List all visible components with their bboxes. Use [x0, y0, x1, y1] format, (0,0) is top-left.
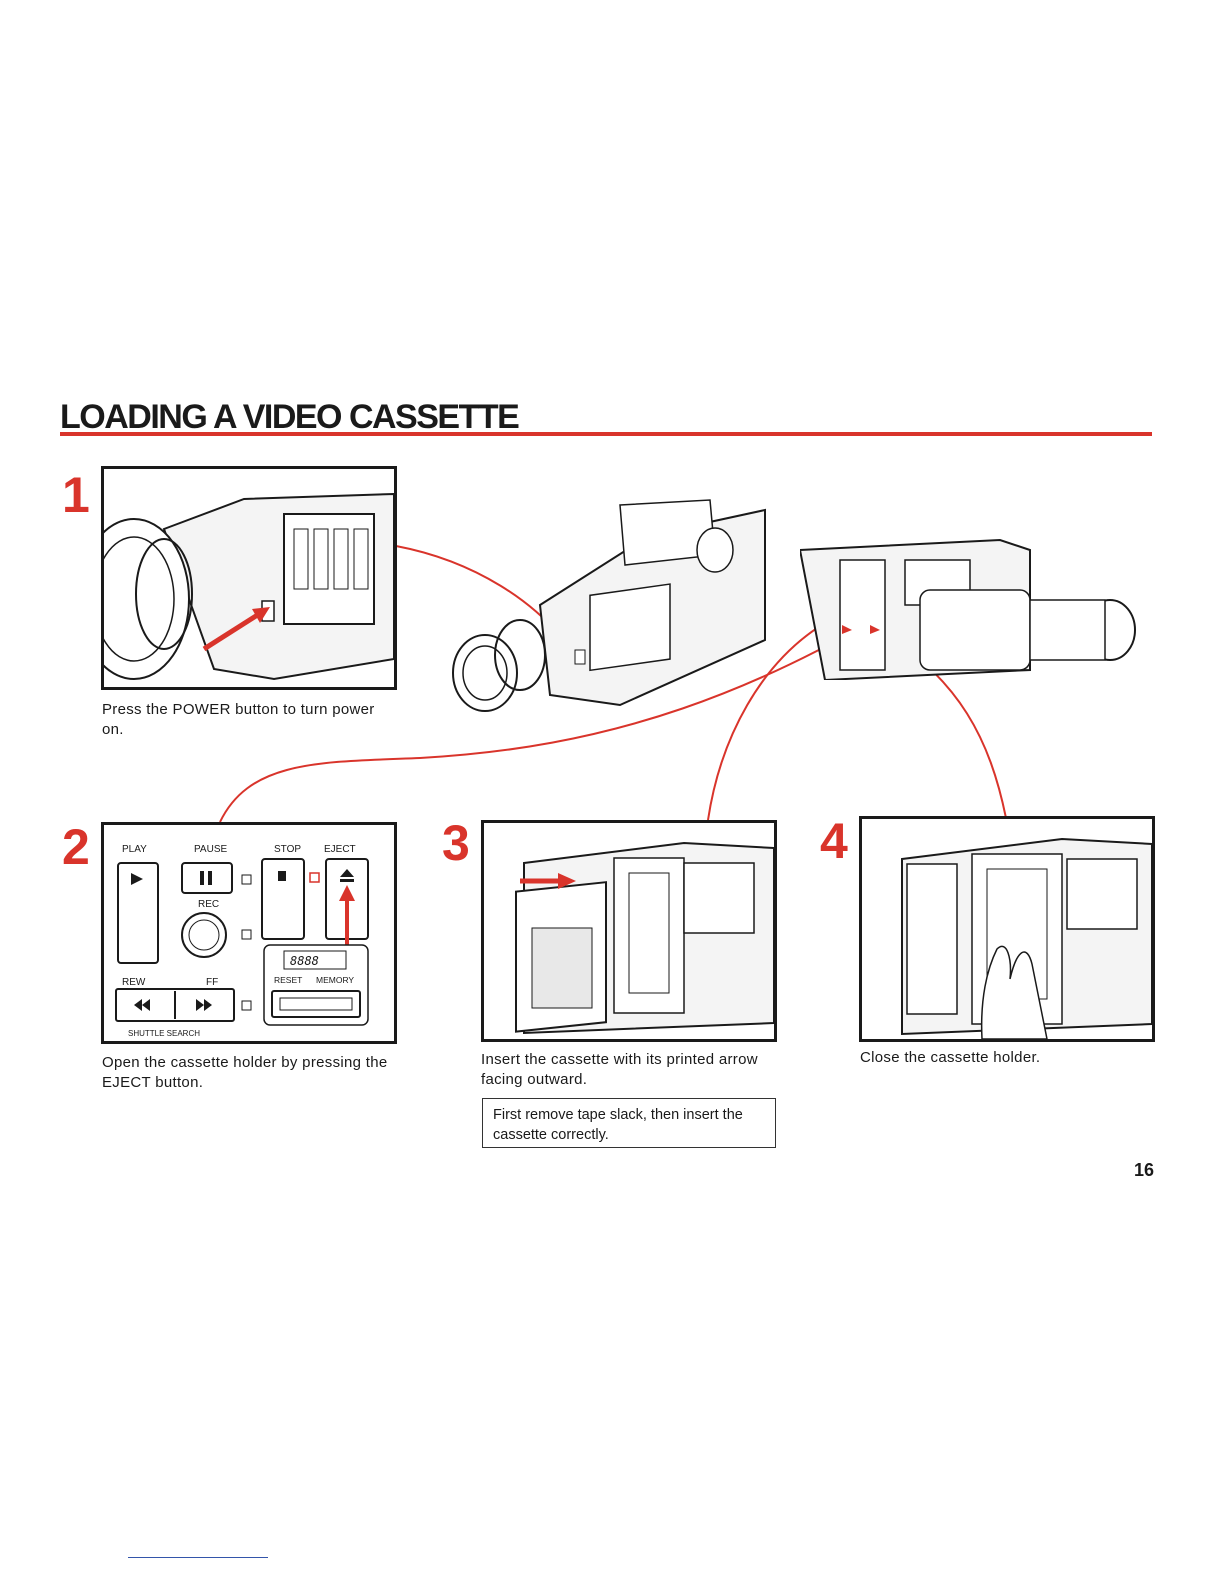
page-title: LOADING A VIDEO CASSETTE: [60, 398, 520, 436]
insert-arrow-icon: [558, 873, 576, 889]
pause-label: PAUSE: [194, 844, 227, 855]
memory-label: MEMORY: [316, 975, 354, 985]
step-1-caption: Press the POWER button to turn power on.: [102, 701, 375, 738]
stop-label: STOP: [274, 844, 301, 855]
bottom-divider: [128, 1557, 268, 1558]
camcorder-rear-illustration: [800, 530, 1140, 680]
tape-counter: 8888: [290, 954, 319, 968]
step-4-illustration: [859, 816, 1155, 1042]
pause-icon: [200, 871, 204, 885]
reset-label: RESET: [274, 975, 302, 985]
play-icon: [131, 873, 143, 885]
title-rule: [60, 432, 1152, 436]
stop-button: [261, 858, 305, 940]
stop-icon: [278, 871, 286, 881]
step-3-illustration: [481, 820, 777, 1042]
rewind-icon: [134, 999, 150, 1011]
play-button: [117, 862, 159, 964]
play-label: PLAY: [122, 844, 147, 855]
fast-forward-icon: [196, 999, 212, 1011]
shuttle-search-label: SHUTTLE SEARCH: [128, 1029, 200, 1038]
step-4-number: 4: [820, 813, 848, 869]
camcorder-front-illustration: [450, 495, 770, 720]
eject-indicator: [309, 872, 320, 883]
page-number: 16: [1133, 1160, 1154, 1180]
rec-label: REC: [198, 899, 219, 910]
pause-button: [181, 862, 233, 894]
rew-label: REW: [122, 977, 146, 988]
eject-icon: [340, 869, 354, 877]
step-3-caption: Insert the cassette with its printed arr…: [481, 1051, 758, 1088]
step-2-caption: Open the cassette holder by pressing the…: [102, 1054, 388, 1091]
step-2-control-panel: PLAY PAUSE STOP EJECT REC 8888 RESET MEM…: [101, 822, 397, 1044]
step-3-note: First remove tape slack, then insert the…: [482, 1098, 776, 1148]
ff-label: FF: [206, 977, 218, 988]
hand-icon: [980, 945, 1048, 1039]
eject-arrow-icon: [339, 885, 355, 901]
step-4-caption: Close the cassette holder.: [860, 1049, 1041, 1066]
step-1-illustration: [101, 466, 397, 690]
step-3-number: 3: [442, 815, 470, 871]
eject-label: EJECT: [324, 844, 356, 855]
step-2-number: 2: [62, 819, 90, 875]
step-1-number: 1: [62, 467, 90, 523]
